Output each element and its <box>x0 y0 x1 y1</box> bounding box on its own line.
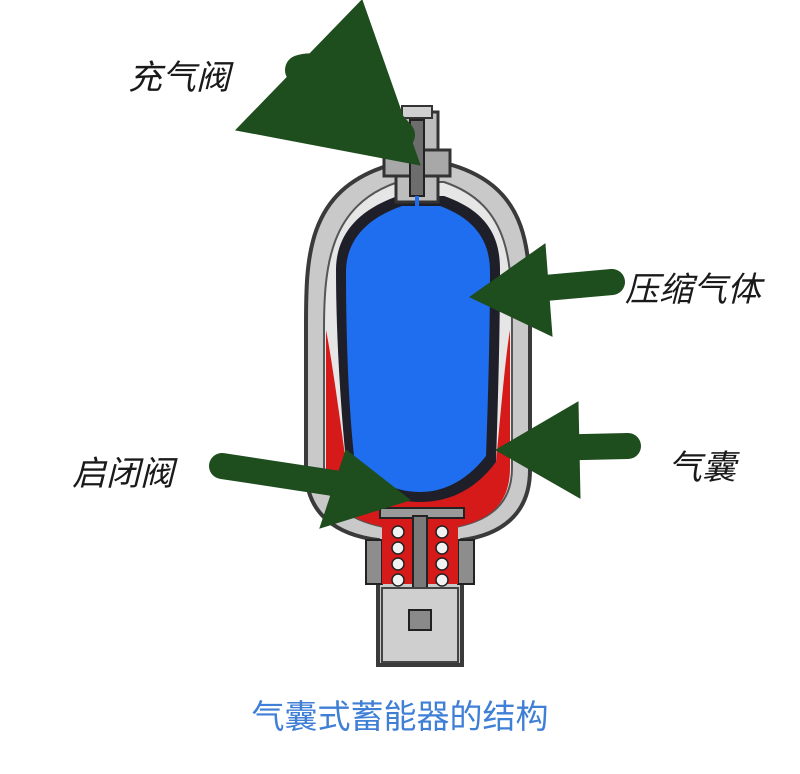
label-charging-valve: 充气阀 <box>128 58 230 98</box>
arrow-poppet-valve <box>209 449 412 529</box>
port-thread-left <box>365 539 383 585</box>
arrow-charging-valve <box>234 0 421 166</box>
diagram-caption: 气囊式蓄能器的结构 <box>251 697 549 736</box>
poppet-spring <box>391 525 449 587</box>
label-compressed-gas: 压缩气体 <box>625 270 761 310</box>
poppet-stem-tip <box>408 609 432 631</box>
compressed-gas <box>346 206 490 492</box>
arrow-bladder <box>495 401 641 499</box>
label-poppet-valve: 启闭阀 <box>72 454 174 494</box>
arrow-compressed-gas <box>469 243 625 337</box>
charging-valve-cap <box>401 105 433 119</box>
port-thread-right <box>457 539 475 585</box>
label-bladder: 气囊 <box>668 448 736 488</box>
